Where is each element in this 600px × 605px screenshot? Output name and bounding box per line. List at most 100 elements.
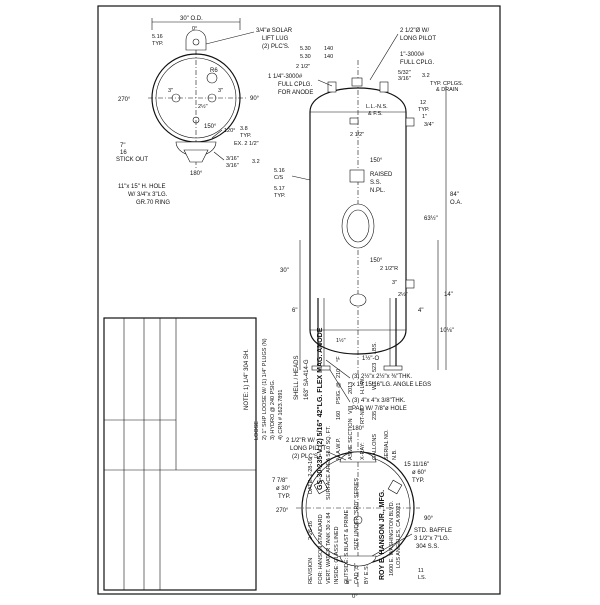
pilot-top-2: LONG PILOT	[400, 36, 436, 42]
address-1: 1600 E. WASHINGTON BLVD.	[389, 500, 395, 576]
top-ang-180: 180°	[190, 171, 203, 177]
row0-c4: °F	[336, 356, 342, 362]
note-2: 2) 1" SHP LOOSE W/ (1) 1/4" PLUGS (N)	[262, 338, 268, 440]
note-1: LOOSE	[254, 421, 260, 440]
side-view: 5.30 140 5.30 140 2 1/2"Ø W/ LONG PILOT …	[268, 28, 464, 412]
inside-note: INSIDE: GLASS LINED	[334, 527, 340, 584]
anode-spec: GS-30-235-V (2) 5/16" 42"LG. FLEX MAG. A…	[317, 327, 324, 490]
date: DATE: 2-28-16	[308, 458, 314, 494]
pilot-top-1: 2 1/2"Ø W/	[400, 28, 429, 34]
fit2-a: 5.30	[300, 54, 311, 60]
weld-38: 3.8	[240, 126, 248, 132]
stick-out-num: 7"	[120, 143, 125, 149]
ex-note: EX. 2 1/2"	[234, 141, 259, 147]
bot-ang15-1: 15 11/16"	[404, 462, 429, 468]
full-cplg1-1: 1"-3000#	[400, 52, 425, 58]
full-cplg2-3: FOR ANODE	[278, 90, 313, 96]
row0-c3: 210	[336, 369, 342, 378]
nozzle-top-mid	[351, 77, 363, 87]
cplg-drain-2: & DRAIN	[436, 87, 458, 93]
fit1-a: 5.30	[300, 46, 311, 52]
side-manhole-inner	[346, 209, 370, 243]
bot-dim-6: 6"	[346, 580, 351, 586]
top-dim-2half: 2½"	[198, 103, 208, 110]
raised-1: RAISED	[370, 172, 393, 178]
by-date: BY E.S.	[364, 564, 370, 584]
dim-2h2: 2½"	[398, 291, 408, 298]
company-name: ROY E. HANSON JR., MFG.	[379, 490, 386, 580]
tank-desc: VERT. WATER TANK 30 x 84	[326, 512, 332, 584]
ang150b: 150°	[370, 258, 383, 264]
solar-lug-2: LIFT LUG	[262, 36, 289, 42]
note-4: 4) CRN # 1623.7891	[278, 390, 284, 440]
fitting-bottom	[192, 116, 200, 124]
revision: REVISION	[308, 558, 314, 584]
od-dim-label: 30" O.D.	[180, 16, 203, 22]
weld517-1: 5.17	[274, 186, 285, 192]
top-ang-0: 0°	[192, 26, 197, 32]
weld516-1: 5.16	[274, 168, 285, 174]
manhole-lip	[183, 149, 209, 163]
dim-14: 14"	[444, 292, 453, 298]
legs-note-1: (3) 2½"x 2½"x ⅜"THK.	[352, 373, 412, 380]
baffle-1: STD. BAFFLE	[414, 528, 452, 534]
fit2-b: 140	[324, 54, 333, 60]
top-516-label: 5.16	[152, 34, 163, 40]
nozzle-top-left	[327, 81, 337, 93]
llns-2: & F.S.	[368, 111, 383, 117]
sheet-border	[97, 5, 501, 595]
outside-note: OUTSIDE: S.BLAST & PRIME	[344, 510, 350, 584]
nameplate	[349, 169, 365, 183]
fitting-left	[171, 93, 181, 103]
note-3: 3) HYDRO @ 240 PSIG.	[270, 379, 276, 440]
row0-c2: PSIG. @	[336, 382, 342, 404]
baffle-3: 304 S.S.	[416, 544, 439, 550]
leg-pad-right	[387, 479, 403, 495]
dim-0: 1½"-O	[362, 355, 379, 362]
title-block-frame	[103, 317, 257, 591]
row3-c4: LBS.	[372, 342, 378, 354]
pad-note-1: (3) 4"x 4"x 3/8"THK.	[352, 398, 406, 404]
weld-316b: 3/16"	[226, 163, 239, 169]
bottom-view: 180° 90° 270° 0° 2 1/2"R W/ LONG PILOT (…	[272, 426, 452, 600]
row3-c0: GALLONS	[372, 434, 378, 460]
bottom-baffle	[339, 555, 377, 567]
lift-lug-hole	[192, 38, 200, 46]
shell-heads: SHELL / HEADS	[294, 356, 300, 400]
dim-3b: 3"	[392, 280, 397, 286]
top-516-typ: TYP.	[152, 41, 164, 47]
bot-ang30-1: 7 7/8"	[272, 478, 287, 484]
surface-area: SURFACE AREA 58.0 SQ. FT.	[326, 425, 332, 500]
coupling-lower	[405, 279, 415, 289]
full-cplg2-1: 1 1/4"-3000#	[268, 74, 303, 80]
dim-4: 4"	[418, 308, 423, 314]
bot-ang30-3: TYP.	[278, 494, 291, 500]
fitting-r6	[206, 72, 218, 84]
top-ang-90: 90°	[250, 96, 260, 102]
row2-c2: H.L.W.	[360, 377, 366, 394]
size-under: SIZE UNDER "SRD" SERIES	[354, 478, 360, 550]
full-cplg1-2: FULL CPLG.	[400, 60, 434, 66]
leg-pad-left	[313, 479, 329, 495]
row4-c1: N.B.	[392, 449, 398, 460]
nozzle-top-right	[379, 81, 389, 93]
dim11: 11	[418, 568, 424, 574]
dim-6: 6"	[292, 308, 297, 314]
solar-lug-3: (2) PLC'S.	[262, 44, 290, 50]
typ12-typ: TYP.	[418, 107, 430, 113]
dim-2r: 2 1/2"R	[380, 266, 398, 272]
cad-by: CAD "B"	[354, 563, 360, 584]
hole-note-2: W/ 3/4"x 3"LG.	[128, 192, 168, 198]
row0-c1: 160	[336, 411, 342, 420]
fit1-b: 140	[324, 46, 333, 52]
bot-ang15-3: TYP.	[412, 478, 425, 484]
row3-c1: 235	[372, 411, 378, 420]
for-hanson: FOR: HANSON STANDARD	[318, 514, 324, 584]
row3-c3: 523	[372, 363, 378, 372]
bot-pilot-3: (2) PLC'S.	[292, 454, 320, 460]
dim-63: 63½"	[424, 215, 438, 222]
top-dim-3-right: 3"	[218, 88, 223, 94]
anode-dim-3: 3.2	[422, 73, 430, 79]
